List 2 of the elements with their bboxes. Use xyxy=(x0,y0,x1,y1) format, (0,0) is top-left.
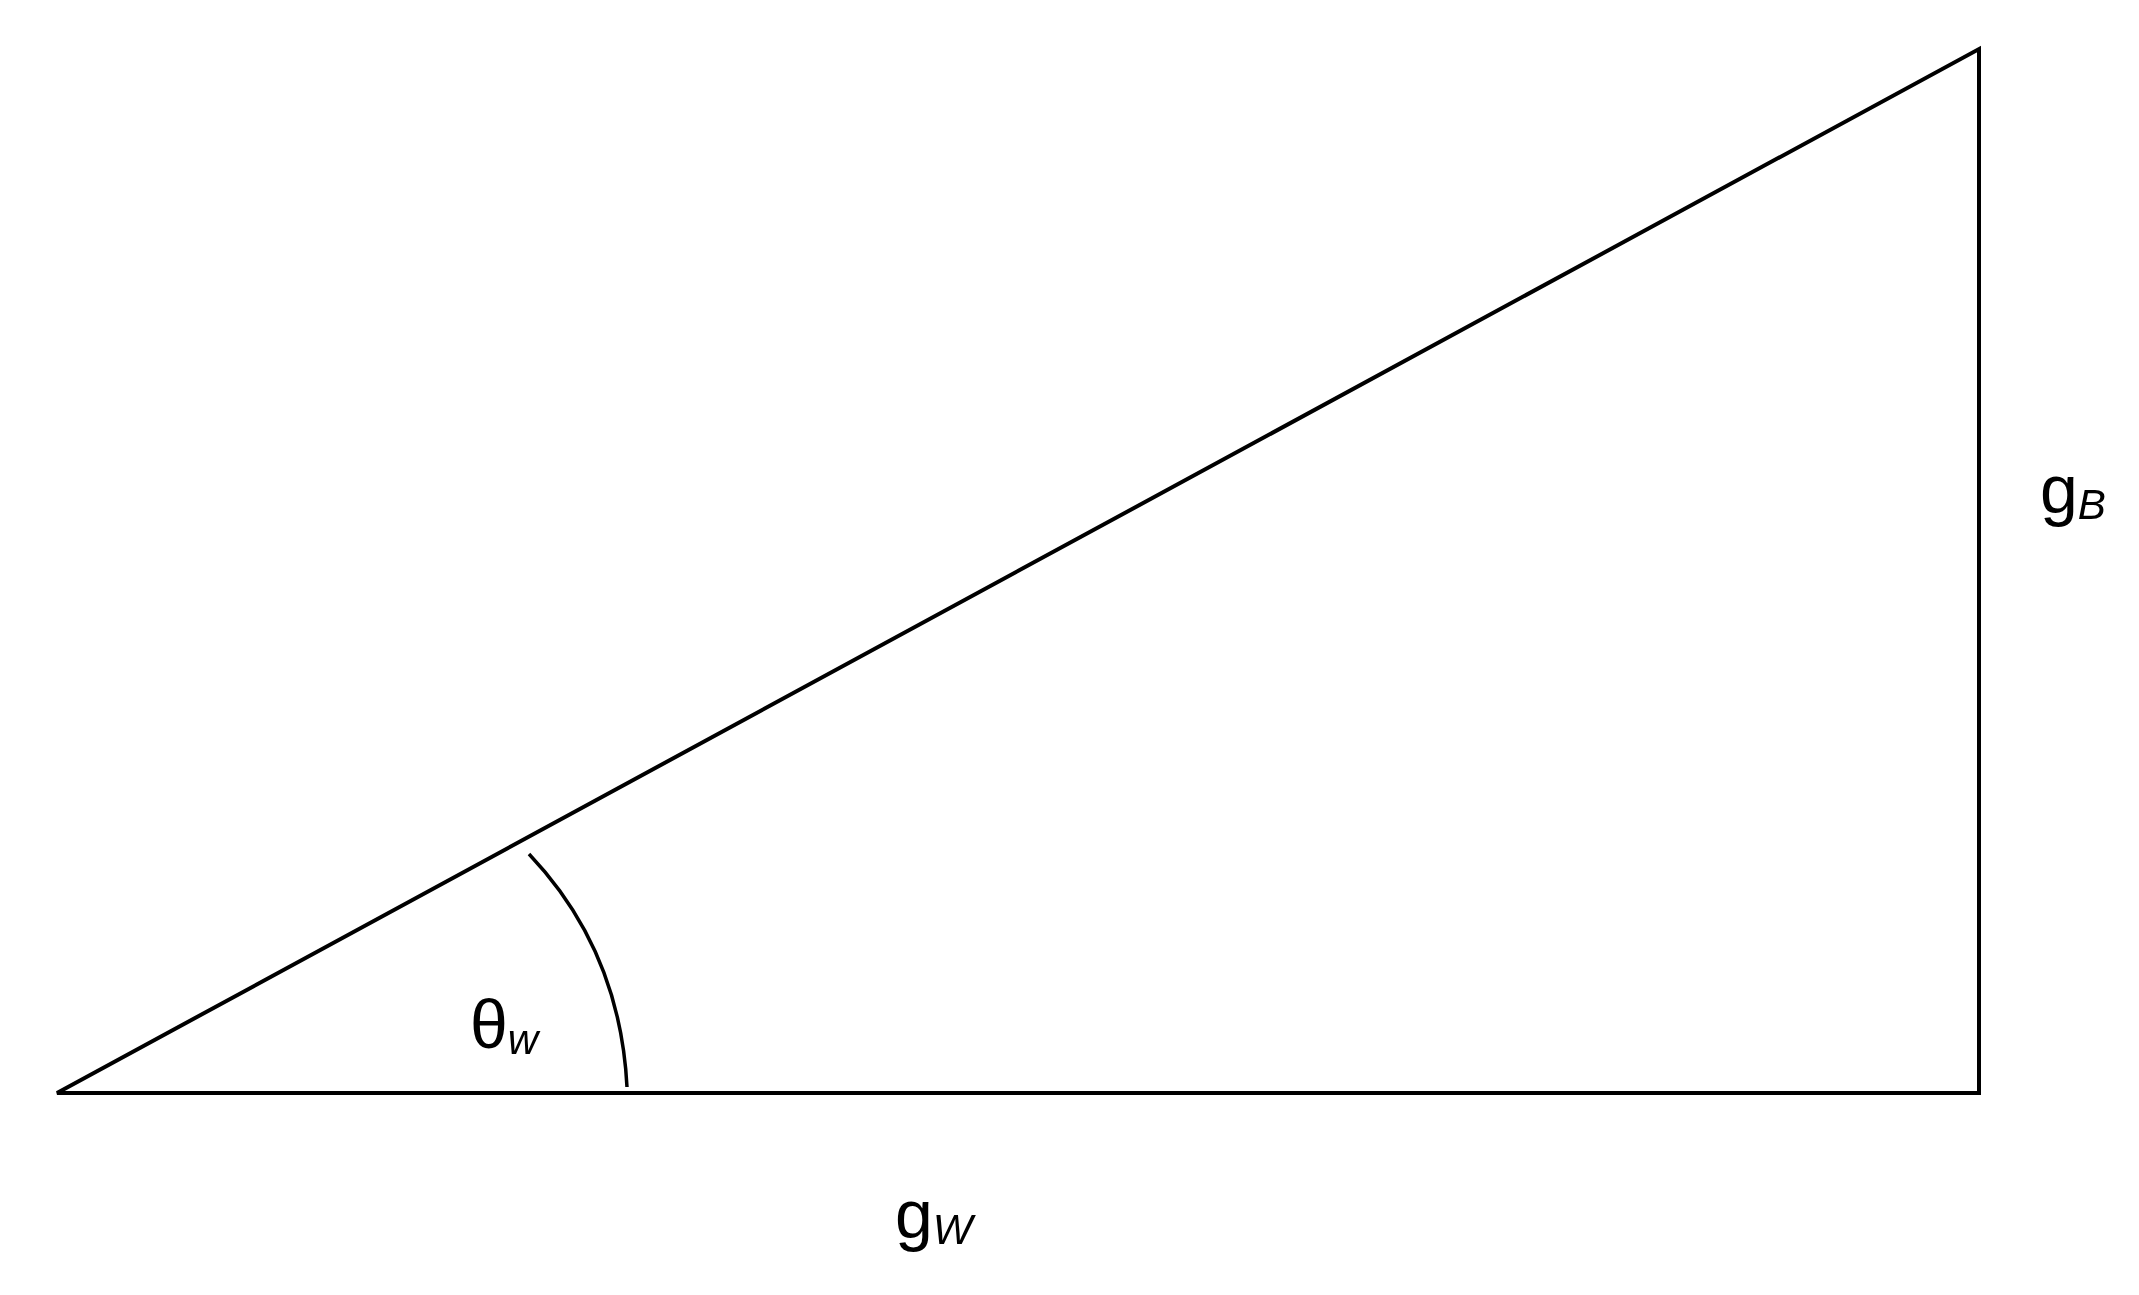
math-label: g$_{B}$ xyxy=(2040,455,2106,527)
math-label: θ$_{w}$ xyxy=(470,990,539,1062)
